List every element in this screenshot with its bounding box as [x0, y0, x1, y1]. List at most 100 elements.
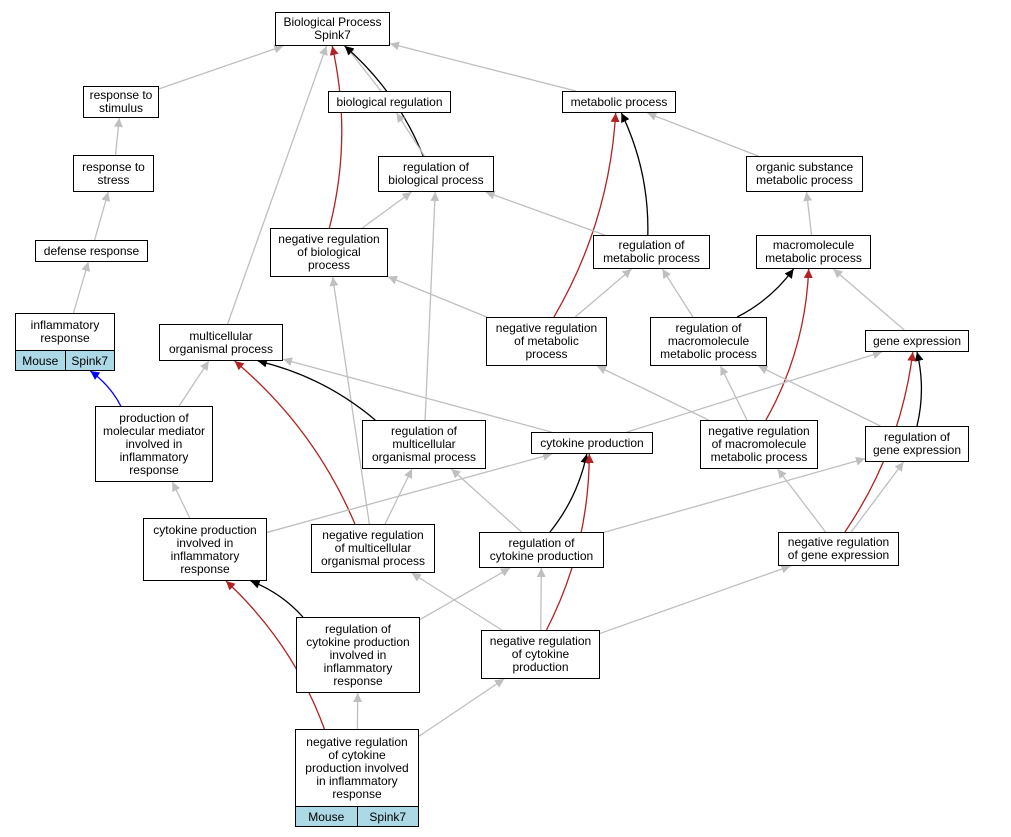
edge-is-a-rbp-to-br — [396, 112, 425, 157]
go-term-label: cytokine production — [540, 435, 644, 450]
edge-negatively-regulates-nrmp-to-mp — [553, 112, 620, 318]
edge-is-a-nrmmp-to-nrmp — [596, 365, 709, 421]
edge-is-a-rmop-to-rbp — [424, 191, 440, 421]
edge-is-a-rge-to-rmmp — [758, 365, 881, 427]
go-term-node-nrmmp[interactable]: negative regulation of macromolecule met… — [700, 420, 818, 469]
edge-is-a-nrmmp-to-rmmp — [719, 365, 748, 421]
edge-regulates-rcp-to-cp — [549, 453, 590, 533]
go-term-label: macromolecule metabolic process — [765, 238, 862, 265]
edge-is-a-rcpir-to-rcp — [419, 567, 511, 621]
go-term-node-rcp[interactable]: regulation of cytokine production — [479, 532, 604, 568]
go-term-label: inflammatory response — [30, 318, 100, 345]
go-term-label: negative regulation of gene expression — [787, 535, 890, 562]
go-term-label: production of molecular mediator involve… — [102, 410, 206, 477]
edge-is-a-rcp-to-rge — [603, 456, 866, 533]
go-term-node-rts[interactable]: response to stimulus — [83, 86, 159, 118]
go-term-node-nrbp[interactable]: negative regulation of biological proces… — [270, 228, 388, 277]
go-term-label: negative regulation of cytokine producti… — [489, 634, 592, 674]
edge-negatively-regulates-nrmmp-to-mmp — [765, 268, 813, 421]
go-term-node-rmmp[interactable]: regulation of macromolecule metabolic pr… — [650, 317, 767, 366]
edge-is-a-nrmp-to-rmp — [574, 268, 632, 318]
go-term-node-dr[interactable]: defense response — [35, 240, 148, 262]
edge-is-a-mop-to-bp — [226, 45, 328, 325]
go-term-node-ge[interactable]: gene expression — [865, 330, 969, 352]
go-term-label: negative regulation of macromolecule met… — [708, 424, 810, 464]
edge-is-a-dr-to-rtstress — [93, 191, 111, 241]
edge-regulates-rge-to-ge — [914, 351, 924, 427]
go-term-label: regulation of macromolecule metabolic pr… — [660, 321, 757, 361]
edge-is-a-nrge-to-rge — [850, 461, 905, 533]
go-term-node-rcpir[interactable]: regulation of cytokine production involv… — [296, 617, 420, 693]
go-term-node-nrmp[interactable]: negative regulation of metabolic process — [486, 317, 607, 366]
edge-is-a-cpir-to-pmm — [171, 481, 191, 519]
go-term-node-rmp[interactable]: regulation of metabolic process — [593, 235, 710, 269]
go-term-label: negative regulation of multicellular org… — [320, 528, 426, 568]
go-term-node-nrcp[interactable]: negative regulation of cytokine producti… — [481, 630, 600, 679]
edge-negatively-regulates-nrbp-to-bp — [328, 45, 343, 229]
gene-tag: Spink7 — [64, 351, 114, 370]
go-term-node-rbp[interactable]: regulation of biological process — [378, 156, 494, 192]
edge-is-a-nrcp-to-rcp — [536, 567, 546, 631]
go-term-label: Biological Process Spink7 — [283, 15, 382, 42]
edge-negatively-regulates-nrcpir-to-cpir — [225, 580, 326, 730]
go-term-label: response to stress — [82, 159, 145, 187]
go-term-label: multicellular organismal process — [168, 328, 274, 356]
edge-is-a-ge-to-mmp — [832, 268, 905, 331]
go-term-node-nrge[interactable]: negative regulation of gene expression — [778, 532, 899, 566]
edge-regulates-rcpir-to-cpir — [250, 580, 304, 618]
go-term-node-pmm[interactable]: production of molecular mediator involve… — [95, 406, 213, 482]
go-term-node-bp[interactable]: Biological Process Spink7 — [275, 12, 390, 46]
go-term-label: negative regulation of biological proces… — [278, 232, 380, 272]
go-term-node-nrmop[interactable]: negative regulation of multicellular org… — [311, 524, 435, 573]
go-term-label: organic substance metabolic process — [755, 160, 854, 187]
edge-part-of-pmm-to-ir — [89, 370, 122, 407]
go-term-label: cytokine production involved in inflamma… — [153, 522, 257, 576]
go-term-node-mp[interactable]: metabolic process — [562, 91, 676, 113]
go-term-label: gene expression — [872, 333, 962, 348]
edge-is-a-rts-to-bp — [158, 44, 284, 90]
edge-is-a-cp-to-mop — [282, 357, 552, 433]
go-term-label: negative regulation of metabolic process — [495, 321, 598, 361]
go-term-label: regulation of cytokine production — [489, 536, 594, 563]
edge-is-a-nrmop-to-nrbp — [329, 276, 371, 525]
edge-is-a-br-to-bp — [345, 45, 382, 92]
go-term-node-cpir[interactable]: cytokine production involved in inflamma… — [143, 518, 267, 581]
go-term-node-osmp[interactable]: organic substance metabolic process — [746, 156, 863, 192]
go-term-node-br[interactable]: biological regulation — [328, 91, 451, 113]
edge-is-a-cp-to-ge — [626, 350, 883, 433]
edge-is-a-nrbp-to-rbp — [362, 191, 412, 229]
go-term-node-rtstress[interactable]: response to stress — [73, 155, 154, 192]
edge-is-a-nrge-to-nrmmp — [777, 468, 827, 533]
edge-is-a-mp-to-bp — [389, 41, 576, 92]
go-term-label: negative regulation of cytokine producti… — [305, 734, 409, 801]
go-term-node-mmp[interactable]: macromolecule metabolic process — [756, 235, 871, 269]
edge-is-a-nrcp-to-nrge — [599, 564, 791, 635]
edge-is-a-pmm-to-mop — [178, 360, 210, 407]
go-term-label: regulation of gene expression — [872, 430, 962, 457]
go-term-node-mop[interactable]: multicellular organismal process — [159, 324, 283, 361]
go-term-node-nrcpir[interactable]: negative regulation of cytokine producti… — [295, 729, 419, 827]
edge-is-a-nrcp-to-nrmop — [411, 572, 503, 631]
edge-regulates-rmp-to-mp — [620, 112, 649, 236]
go-term-label: metabolic process — [570, 94, 668, 109]
species-tag: Mouse — [16, 351, 65, 370]
edge-is-a-osmp-to-mp — [647, 112, 759, 157]
edge-is-a-nrcpir-to-nrcp — [418, 678, 505, 737]
edge-is-a-rmmp-to-rmp — [661, 268, 694, 318]
edge-is-a-mmp-to-osmp — [803, 191, 813, 236]
edge-is-a-ir-to-dr — [72, 261, 91, 314]
go-term-label: regulation of biological process — [388, 160, 484, 187]
go-term-node-rmop[interactable]: regulation of multicellular organismal p… — [362, 420, 486, 469]
go-term-node-rge[interactable]: regulation of gene expression — [865, 426, 969, 462]
edge-is-a-rmp-to-rbp — [485, 190, 605, 236]
edge-regulates-rmmp-to-mmp — [736, 268, 795, 318]
gene-tag: Spink7 — [356, 807, 418, 826]
go-term-label: regulation of multicellular organismal p… — [371, 424, 477, 464]
go-term-label: regulation of metabolic process — [603, 238, 700, 265]
edge-negatively-regulates-nrmop-to-mop — [234, 360, 356, 525]
go-term-label: response to stimulus — [89, 88, 153, 115]
go-term-node-cp[interactable]: cytokine production — [531, 432, 653, 454]
